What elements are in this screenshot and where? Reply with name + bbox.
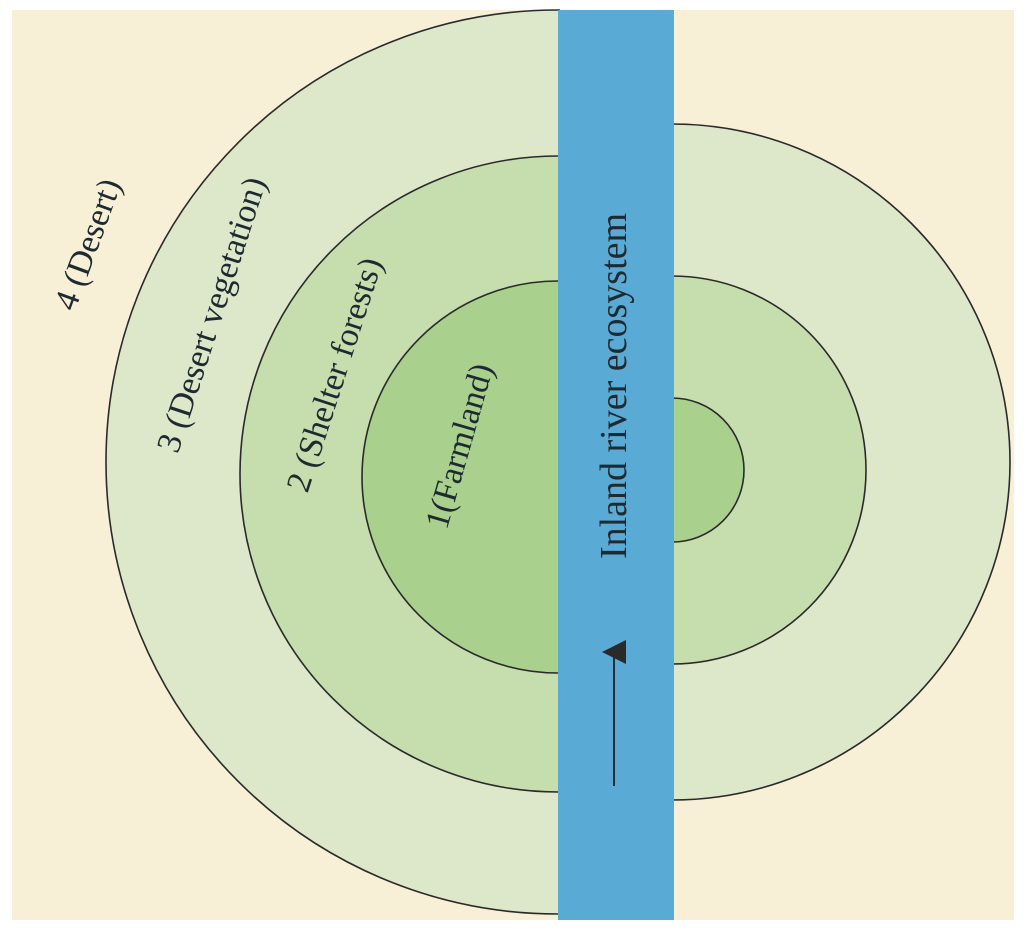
river-label: Inland river ecosystem <box>593 213 635 559</box>
zones-right-half <box>672 123 1011 801</box>
inland-river <box>558 10 674 920</box>
zones-left-half <box>105 9 560 915</box>
zone-shelter-forests-right <box>672 397 745 543</box>
zone-desert-vegetation-right <box>672 275 867 665</box>
